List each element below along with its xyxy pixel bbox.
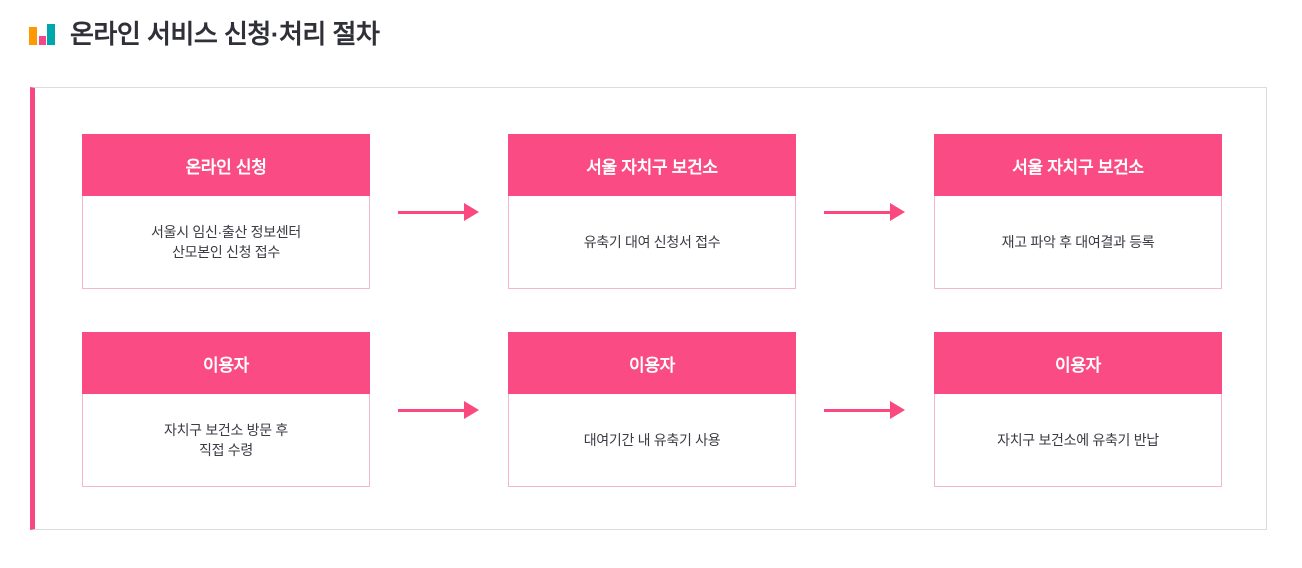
arrow-right-icon: [370, 134, 508, 289]
arrow-shaft: [824, 211, 894, 214]
process-step-heading: 이용자: [934, 332, 1222, 394]
process-step-card: 이용자 대여기간 내 유축기 사용: [508, 332, 796, 487]
page-header: 온라인 서비스 신청·처리 절차: [28, 12, 380, 52]
process-step-description: 자치구 보건소에 유축기 반납: [934, 394, 1222, 487]
arrow-head: [464, 401, 479, 419]
process-step-card: 서울 자치구 보건소 유축기 대여 신청서 접수: [508, 134, 796, 289]
arrow-shaft: [398, 211, 468, 214]
bar-chart-icon-bar-teal: [47, 24, 55, 45]
process-step-heading: 이용자: [508, 332, 796, 394]
process-flow-panel: 온라인 신청 서울시 임신·출산 정보센터 산모본인 신청 접수 서울 자치구 …: [30, 87, 1267, 530]
process-step-description: 재고 파악 후 대여결과 등록: [934, 196, 1222, 289]
bar-chart-icon-bar-orange: [29, 27, 37, 45]
process-step-description: 서울시 임신·출산 정보센터 산모본인 신청 접수: [82, 196, 370, 289]
process-step-card: 온라인 신청 서울시 임신·출산 정보센터 산모본인 신청 접수: [82, 134, 370, 289]
bar-chart-icon-bar-pink: [39, 36, 46, 45]
bar-chart-icon-bar-teal-cap: [48, 41, 54, 45]
page-title: 온라인 서비스 신청·처리 절차: [70, 18, 380, 49]
arrow-shaft: [398, 409, 468, 412]
process-step-card: 서울 자치구 보건소 재고 파악 후 대여결과 등록: [934, 134, 1222, 289]
process-flow-rows: 온라인 신청 서울시 임신·출산 정보센터 산모본인 신청 접수 서울 자치구 …: [35, 88, 1266, 529]
process-step-heading: 서울 자치구 보건소: [508, 134, 796, 196]
process-step-heading: 온라인 신청: [82, 134, 370, 196]
process-step-description: 자치구 보건소 방문 후 직접 수령: [82, 394, 370, 487]
process-flow-row: 이용자 자치구 보건소 방문 후 직접 수령 이용자 대여기간 내 유축기 사용…: [82, 332, 1222, 497]
arrow-head: [464, 203, 479, 221]
process-step-card: 이용자 자치구 보건소에 유축기 반납: [934, 332, 1222, 487]
process-step-heading: 서울 자치구 보건소: [934, 134, 1222, 196]
arrow-head: [890, 203, 905, 221]
arrow-head: [890, 401, 905, 419]
arrow-shaft: [824, 409, 894, 412]
arrow-right-icon: [796, 134, 934, 289]
process-step-description: 대여기간 내 유축기 사용: [508, 394, 796, 487]
arrow-right-icon: [796, 332, 934, 487]
bar-chart-icon: [28, 19, 56, 45]
arrow-right-icon: [370, 332, 508, 487]
process-step-card: 이용자 자치구 보건소 방문 후 직접 수령: [82, 332, 370, 487]
process-step-heading: 이용자: [82, 332, 370, 394]
process-flow-row: 온라인 신청 서울시 임신·출산 정보센터 산모본인 신청 접수 서울 자치구 …: [82, 134, 1222, 299]
process-step-description: 유축기 대여 신청서 접수: [508, 196, 796, 289]
